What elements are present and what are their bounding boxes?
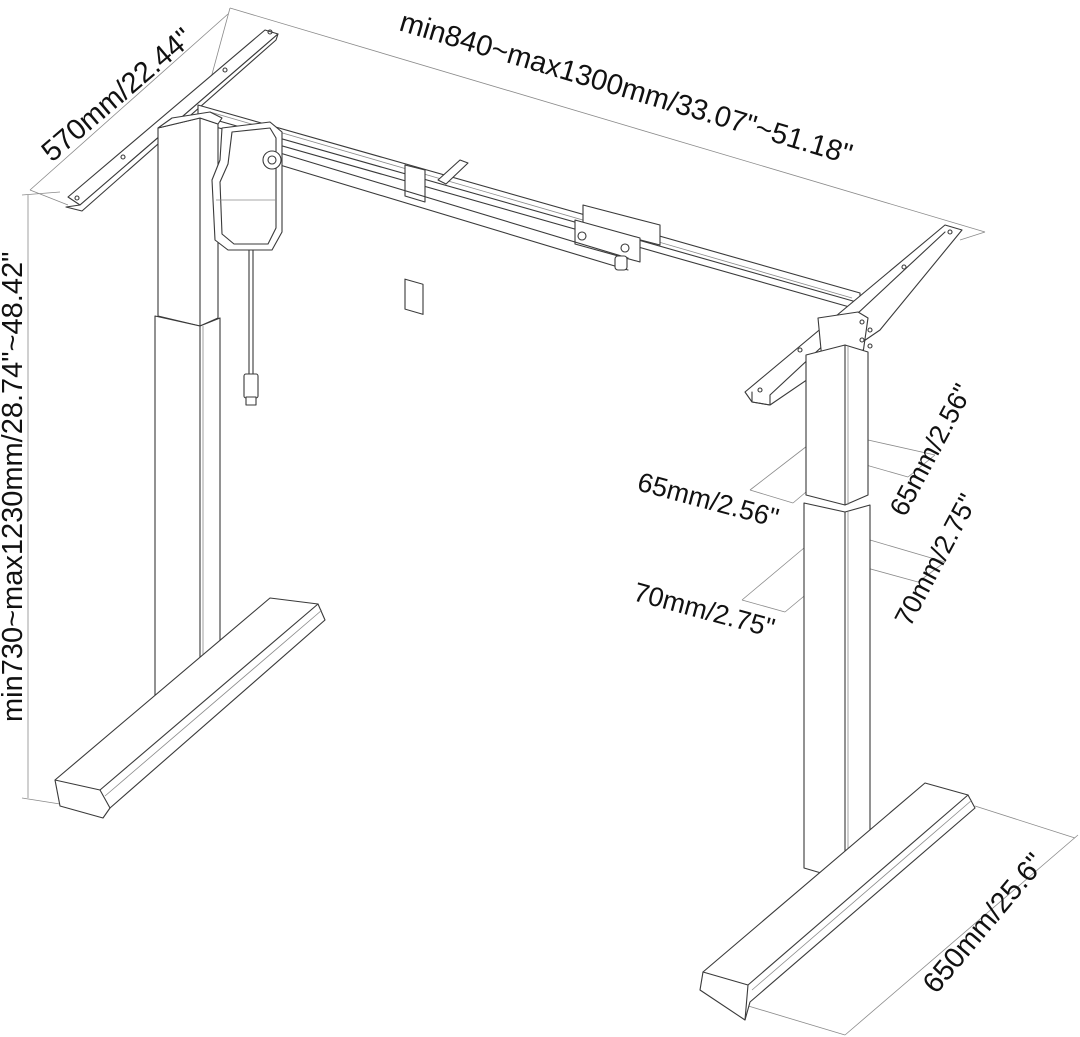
left-leg: [154, 111, 223, 713]
lower-column-width-label: 70mm/2.75": [630, 577, 777, 643]
upper-column-width-label: 65mm/2.56": [634, 467, 781, 533]
height-dimension-label: min730~max1230mm/28.74"~48.42": [0, 252, 29, 722]
right-foot: [699, 782, 976, 1021]
right-leg: [803, 344, 871, 881]
width-dimension-label: min840~max1300mm/33.07"~51.18": [396, 6, 856, 171]
left-foot: [54, 597, 326, 819]
motor: [211, 121, 283, 251]
power-cable: [243, 249, 259, 406]
foot-length-label: 650mm/25.6": [917, 848, 1052, 1000]
